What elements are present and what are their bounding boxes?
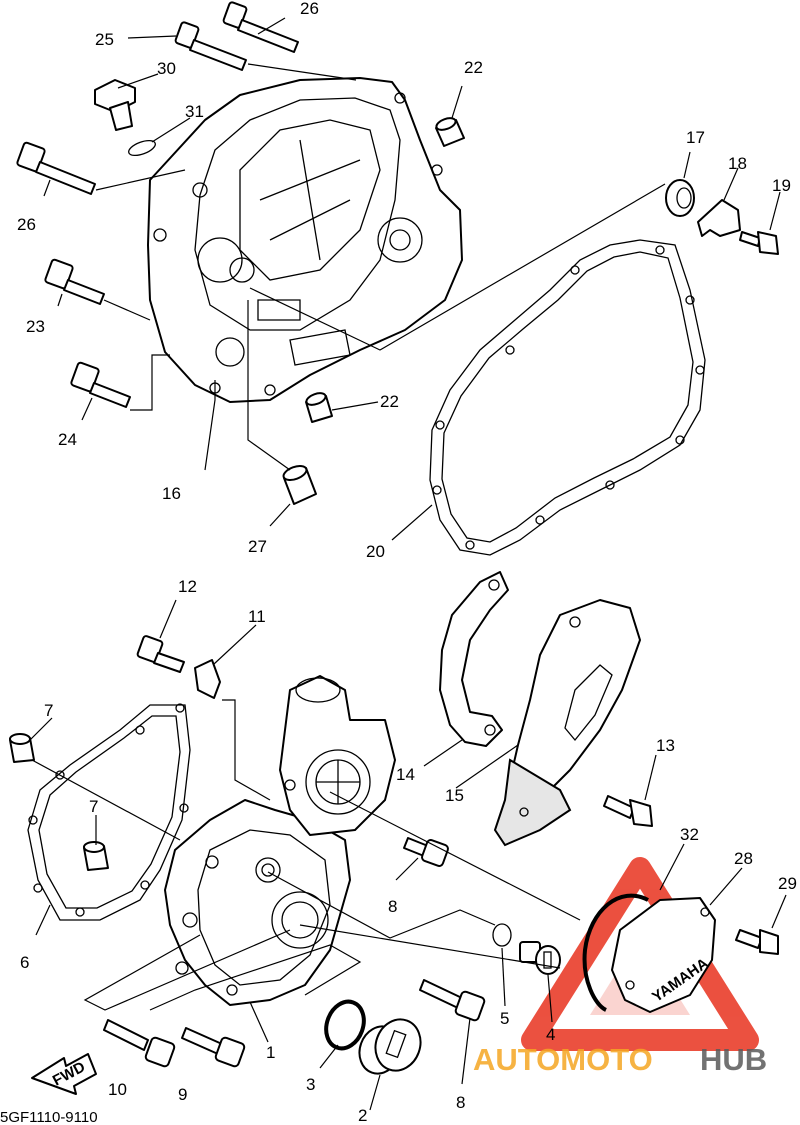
o-ring-3 xyxy=(324,999,366,1051)
callout-28: 30 xyxy=(157,59,176,78)
callout-16: 15 xyxy=(445,786,464,805)
forward-arrow: FWD xyxy=(31,1053,97,1095)
callout-7: 7 xyxy=(89,797,98,816)
bolt-24 xyxy=(44,258,105,305)
callout-5: 5 xyxy=(500,1009,509,1028)
callout-1: 1 xyxy=(266,1043,275,1062)
plug-2 xyxy=(358,1018,422,1075)
callout-3: 3 xyxy=(306,1075,315,1094)
dowel-pin-22-bottom xyxy=(305,392,333,423)
callout-7: 7 xyxy=(44,701,53,720)
clip-12 xyxy=(194,659,221,699)
dowel-pin-22-top xyxy=(435,117,465,147)
sprocket-cover-16 xyxy=(493,599,641,847)
bolt-11 xyxy=(103,1019,176,1068)
callout-29: 31 xyxy=(185,102,204,121)
bracket-19 xyxy=(697,199,741,237)
callout-10: 9 xyxy=(178,1085,187,1104)
callout-22: 22 xyxy=(464,58,483,77)
lower-leader-lines xyxy=(29,599,787,1111)
callout-30: 28 xyxy=(734,849,753,868)
callout-20: 19 xyxy=(772,176,791,195)
callout-27: 27 xyxy=(248,537,267,556)
bolt-13 xyxy=(136,635,185,673)
callout-26: 26 xyxy=(17,215,36,234)
callout-12: 11 xyxy=(248,607,266,626)
callout-4: 4 xyxy=(546,1025,555,1044)
o-ring-29 xyxy=(128,139,156,157)
watermark-text-hub: HUB xyxy=(700,1042,767,1077)
diagram-code: 5GF1110-9110 xyxy=(0,1109,98,1125)
bolt-31 xyxy=(735,929,779,955)
callout-26: 26 xyxy=(300,0,319,18)
callout-31: 29 xyxy=(778,874,797,893)
o-ring-32 xyxy=(582,893,649,1012)
callout-14: 13 xyxy=(656,736,675,755)
bolt-25 xyxy=(174,21,247,71)
callout-25: 25 xyxy=(95,30,114,49)
callout-15: 14 xyxy=(396,765,415,784)
bolt-9 xyxy=(419,979,486,1022)
crankcase-cover-left xyxy=(147,77,463,403)
bolt-23 xyxy=(70,361,131,408)
callout-19: 18 xyxy=(728,154,747,173)
bolt-20 xyxy=(739,231,779,255)
callout-13: 12 xyxy=(178,577,197,596)
callout-2: 2 xyxy=(358,1106,367,1125)
callout-23: 24 xyxy=(58,430,77,449)
bolt-26-top xyxy=(222,1,299,53)
water-pump-housing xyxy=(279,675,396,836)
gasket-lower xyxy=(27,703,191,921)
bolt-10 xyxy=(181,1027,246,1068)
oil-seal-27 xyxy=(282,465,317,505)
callout-9: 8 xyxy=(456,1093,465,1112)
dowel-pin-7-lower xyxy=(83,841,109,871)
bolt-26-left xyxy=(16,141,96,195)
bearing-18 xyxy=(665,179,695,217)
watermark-text: AUTOMOTO HUB xyxy=(473,1042,767,1077)
oil-filler-plug xyxy=(94,79,136,131)
gasket-upper xyxy=(429,239,706,556)
callout-11: 10 xyxy=(108,1080,127,1099)
timing-cover-30: YAMAHA xyxy=(611,897,716,1013)
callout-21: 20 xyxy=(366,542,385,561)
dowel-pin-7-top xyxy=(9,733,35,763)
chain-guide-15 xyxy=(439,571,509,747)
callout-22: 22 xyxy=(380,392,399,411)
bolt-14 xyxy=(603,795,653,827)
upper-leader-lines xyxy=(43,17,781,541)
callout-18: 17 xyxy=(686,128,705,147)
callout-6: 6 xyxy=(20,953,29,972)
callout-32: 32 xyxy=(680,825,699,844)
watermark-text-auto-moto: AUTOMOTO xyxy=(473,1042,653,1077)
callout-17: 16 xyxy=(162,484,181,503)
callout-8: 8 xyxy=(388,897,397,916)
plug-4 xyxy=(519,941,561,975)
o-ring-5 xyxy=(492,923,512,947)
callout-24: 23 xyxy=(26,317,45,336)
bolt-8 xyxy=(403,837,449,867)
